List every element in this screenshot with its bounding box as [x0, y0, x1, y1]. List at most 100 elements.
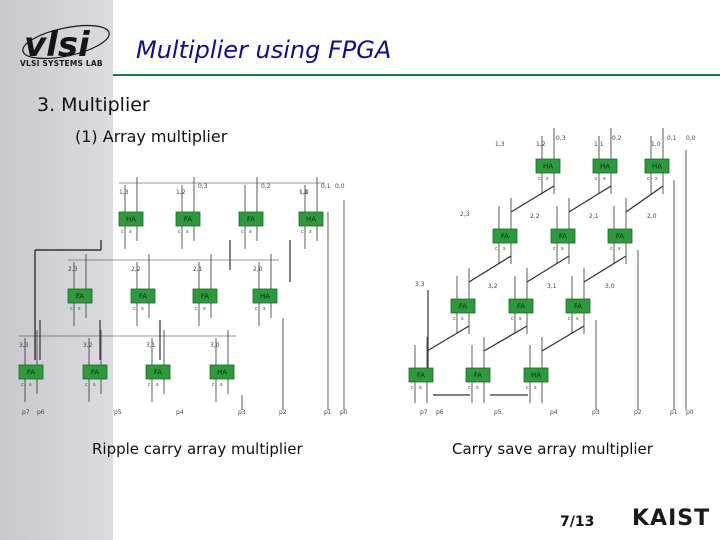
sum-port-label: s [534, 385, 537, 391]
sum-port-label: s [519, 316, 522, 322]
partial-product-label: 1,1 [594, 141, 604, 148]
adder-cell-label: FA [616, 233, 624, 241]
carry-port-label: c [411, 385, 414, 391]
adder-cell [298, 211, 324, 227]
adder-cell-label: HA [531, 372, 541, 380]
partial-product-label: 3,3 [19, 342, 29, 349]
carry-port-label: c [21, 382, 24, 388]
carry-port-label: c [495, 246, 498, 252]
partial-product-label: 1,0 [299, 189, 309, 196]
product-output-label: p6 [436, 409, 444, 416]
wire [468, 255, 512, 283]
adder-cell-label: HA [600, 163, 610, 171]
sum-port-label: s [263, 306, 266, 312]
adder-cell [175, 211, 201, 227]
sum-port-label: s [141, 306, 144, 312]
sum-port-label: s [546, 176, 549, 182]
adder-cell-label: FA [474, 372, 482, 380]
carry-port-label: c [538, 176, 541, 182]
adder-cell [18, 364, 44, 380]
carry-port-label: c [647, 176, 650, 182]
sum-port-label: s [618, 246, 621, 252]
adder-cell [644, 158, 670, 174]
adder-cell [82, 364, 108, 380]
sum-port-label: s [186, 229, 189, 235]
adder-cell [192, 288, 218, 304]
partial-product-label: 1,3 [119, 189, 129, 196]
sum-port-label: s [129, 229, 132, 235]
carry-port-label: c [148, 382, 151, 388]
adder-cell-label: FA [247, 216, 255, 224]
product-output-label: p0 [686, 409, 694, 416]
adder-cell-label: FA [27, 369, 35, 377]
carry-port-label: c [568, 316, 571, 322]
adder-cell-label: FA [417, 372, 425, 380]
adder-cell-label: FA [574, 303, 582, 311]
partial-product-label: 3,1 [146, 342, 156, 349]
kaist-logo: KAIST [632, 506, 711, 531]
product-output-label: p3 [238, 409, 246, 416]
ripple-carry-caption: Ripple carry array multiplier [92, 440, 303, 458]
adder-cell-label: FA [559, 233, 567, 241]
adder-cell [535, 158, 561, 174]
partial-product-label: 0,0 [686, 135, 696, 142]
wire [426, 325, 470, 352]
sum-port-label: s [156, 382, 159, 388]
wire [583, 255, 627, 283]
partial-product-label: 1,2 [536, 141, 546, 148]
sidebar-band [0, 0, 113, 540]
adder-cell [130, 288, 156, 304]
partial-product-label: 3,0 [605, 283, 615, 290]
sum-port-label: s [93, 382, 96, 388]
carry-port-label: c [553, 246, 556, 252]
partial-product-label: 3,2 [488, 283, 498, 290]
adder-cell [523, 367, 549, 383]
adder-cell-label: HA [306, 216, 316, 224]
carry-port-label: c [468, 385, 471, 391]
wire [510, 185, 555, 213]
sum-port-label: s [29, 382, 32, 388]
sum-port-label: s [249, 229, 252, 235]
carry-port-label: c [85, 382, 88, 388]
product-output-label: p5 [114, 409, 122, 416]
sum-port-label: s [78, 306, 81, 312]
sum-port-label: s [503, 246, 506, 252]
carry-port-label: c [610, 246, 613, 252]
wire [541, 325, 585, 352]
carry-port-label: c [133, 306, 136, 312]
product-output-label: p1 [324, 409, 332, 416]
adder-cell [492, 228, 518, 244]
wire [568, 185, 612, 213]
product-output-label: p7 [420, 409, 428, 416]
wire [526, 255, 570, 283]
partial-product-label: 0,1 [321, 183, 331, 190]
partial-product-label: 2,1 [193, 266, 203, 273]
product-output-label: p2 [634, 409, 642, 416]
adder-cell-label: FA [91, 369, 99, 377]
product-output-label: p1 [670, 409, 678, 416]
adder-cell-label: FA [139, 293, 147, 301]
sum-port-label: s [220, 382, 223, 388]
product-output-label: p4 [550, 409, 558, 416]
partial-product-label: 3,0 [210, 342, 220, 349]
carry-port-label: c [595, 176, 598, 182]
carry-port-label: c [121, 229, 124, 235]
partial-product-label: 0,1 [667, 135, 677, 142]
adder-cell [465, 367, 491, 383]
adder-cell-label: HA [126, 216, 136, 224]
product-output-label: p0 [340, 409, 348, 416]
carry-port-label: c [70, 306, 73, 312]
partial-product-label: 2,1 [589, 213, 599, 220]
carry-port-label: c [195, 306, 198, 312]
adder-cell [238, 211, 264, 227]
sum-port-label: s [655, 176, 658, 182]
product-output-label: p6 [37, 409, 45, 416]
carry-port-label: c [178, 229, 181, 235]
adder-cell [252, 288, 278, 304]
partial-product-label: 2,3 [460, 211, 470, 218]
carry-port-label: c [241, 229, 244, 235]
adder-cell-label: FA [459, 303, 467, 311]
product-output-label: p2 [279, 409, 287, 416]
adder-cell-label: FA [201, 293, 209, 301]
page-title: Multiplier using FPGA [136, 36, 392, 64]
